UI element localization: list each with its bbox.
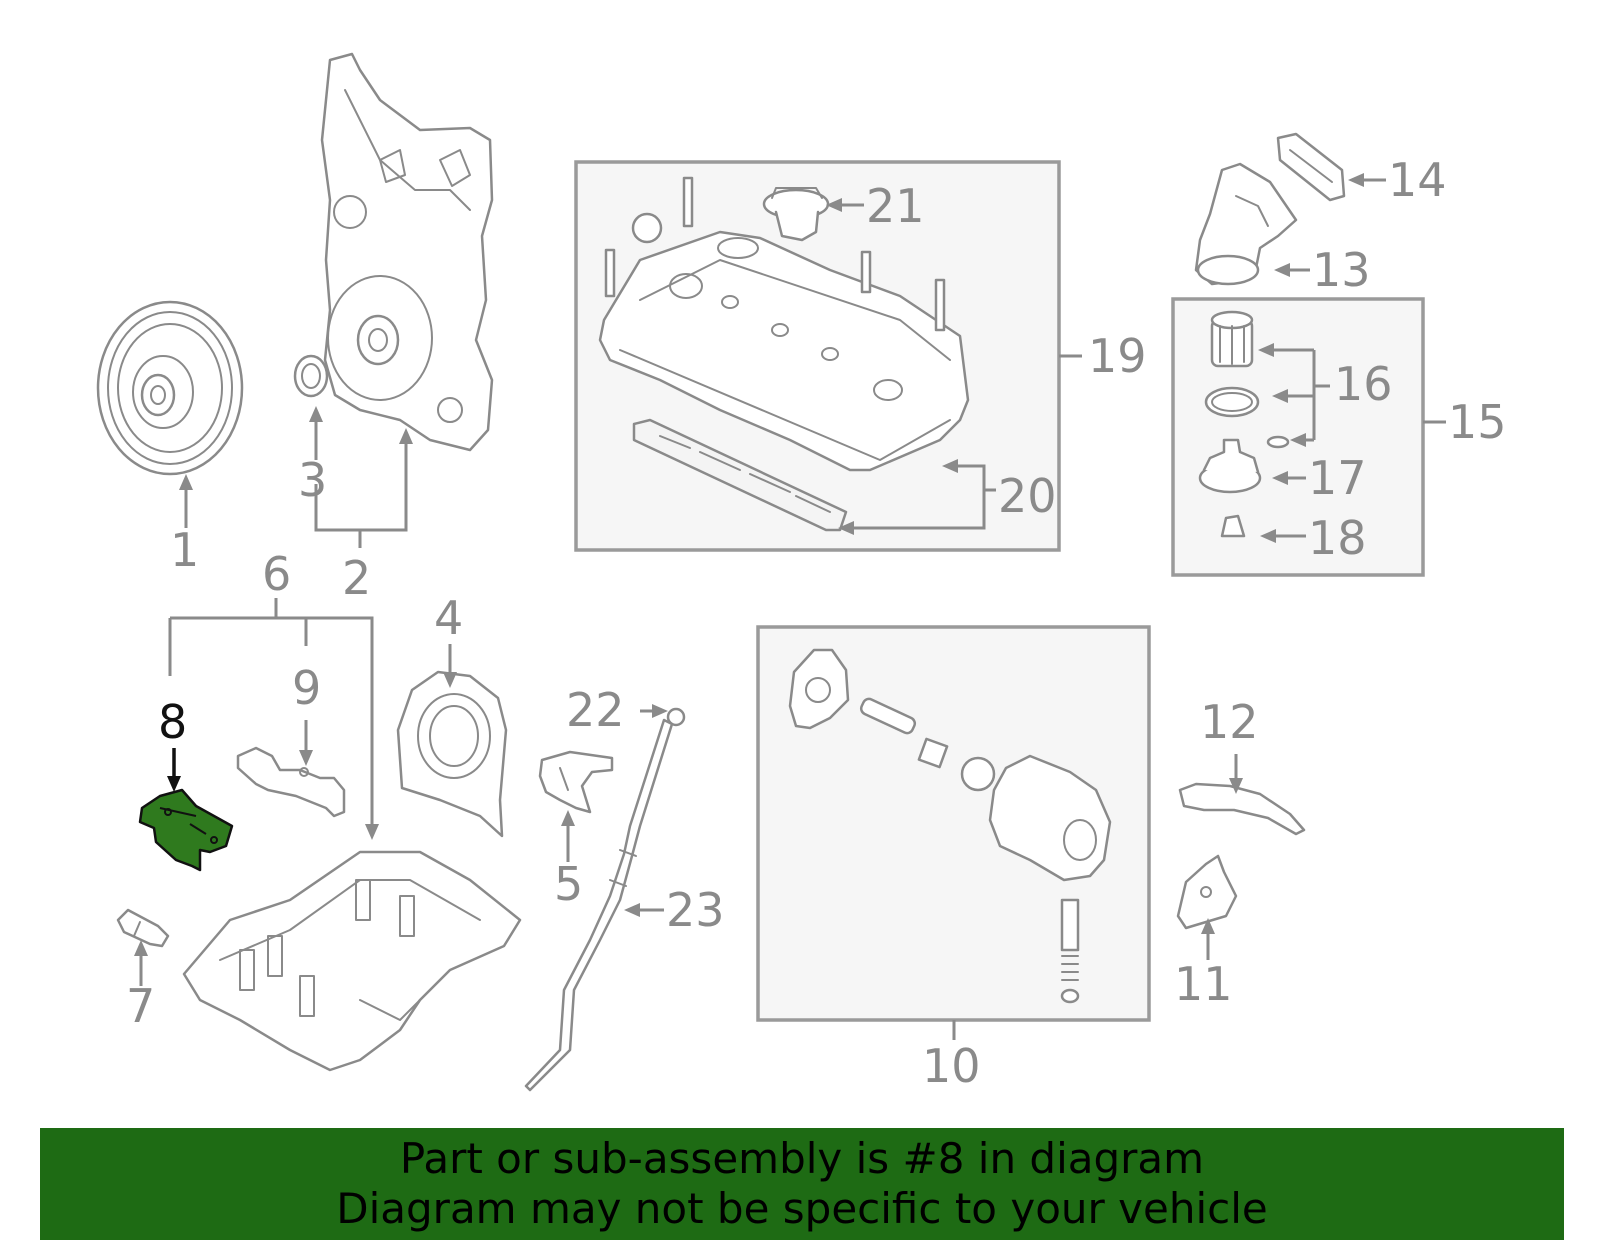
part-11-bracket[interactable] — [1176, 854, 1238, 930]
callout-8: 8 — [158, 695, 187, 749]
banner-line-2: Diagram may not be specific to your vehi… — [336, 1184, 1268, 1233]
callout-23: 23 — [666, 883, 725, 937]
callout-18: 18 — [1308, 511, 1367, 565]
callout-5: 5 — [554, 857, 583, 911]
part-16-oil-filter-element[interactable] — [1204, 310, 1290, 449]
callout-6: 6 — [262, 547, 291, 601]
valve-cover-bolts — [604, 176, 946, 332]
part-22-23-dipstick[interactable] — [524, 707, 686, 1092]
callout-13: 13 — [1312, 243, 1371, 297]
leader-lines — [134, 173, 1446, 1040]
part-3-front-seal[interactable] — [293, 354, 329, 398]
callout-4: 4 — [434, 591, 463, 645]
part-14-housing-gasket[interactable] — [1276, 132, 1346, 202]
part-5-baffle[interactable] — [538, 750, 614, 814]
part-19-valve-cover[interactable] — [598, 230, 970, 472]
part-17-filter-cap[interactable] — [1198, 438, 1262, 494]
callout-14: 14 — [1388, 153, 1447, 207]
part-2-timing-cover[interactable] — [320, 52, 494, 452]
callout-19: 19 — [1088, 329, 1147, 383]
part-18-drain-nipple[interactable] — [1220, 514, 1246, 538]
callout-16: 16 — [1334, 357, 1393, 411]
oil-pan[interactable] — [182, 850, 522, 1072]
callout-20: 20 — [998, 469, 1057, 523]
part-12-bracket[interactable] — [1178, 782, 1306, 836]
part-21-oil-filler-cap[interactable] — [762, 187, 830, 242]
callout-7: 7 — [126, 979, 155, 1033]
callout-22: 22 — [566, 683, 625, 737]
callout-10: 10 — [922, 1039, 981, 1093]
callout-1: 1 — [170, 523, 199, 577]
part-7-drain-plug[interactable] — [116, 908, 170, 948]
callout-21: 21 — [866, 179, 925, 233]
callout-12: 12 — [1200, 695, 1259, 749]
callout-11: 11 — [1174, 957, 1233, 1011]
callout-3: 3 — [298, 453, 327, 507]
callout-15: 15 — [1448, 395, 1507, 449]
callout-17: 17 — [1308, 451, 1367, 505]
part-9-baffle-plate[interactable] — [236, 746, 346, 818]
part-20-valve-cover-gasket[interactable] — [632, 418, 848, 532]
part-13-filter-housing[interactable] — [1194, 162, 1298, 286]
callout-labels: 1 2 3 4 5 6 7 8 9 10 11 12 13 14 15 16 1… — [126, 153, 1507, 1093]
banner-line-1: Part or sub-assembly is #8 in diagram — [399, 1134, 1205, 1183]
part-1-crank-pulley[interactable] — [96, 300, 244, 476]
part-4-rear-seal-housing[interactable] — [396, 670, 508, 838]
part-10-oil-pump[interactable] — [788, 648, 1112, 1004]
callout-9: 9 — [292, 661, 321, 715]
info-banner: Part or sub-assembly is #8 in diagram Di… — [40, 1128, 1564, 1240]
callout-2: 2 — [342, 551, 371, 605]
part-8-highlighted-bracket[interactable] — [138, 788, 234, 872]
